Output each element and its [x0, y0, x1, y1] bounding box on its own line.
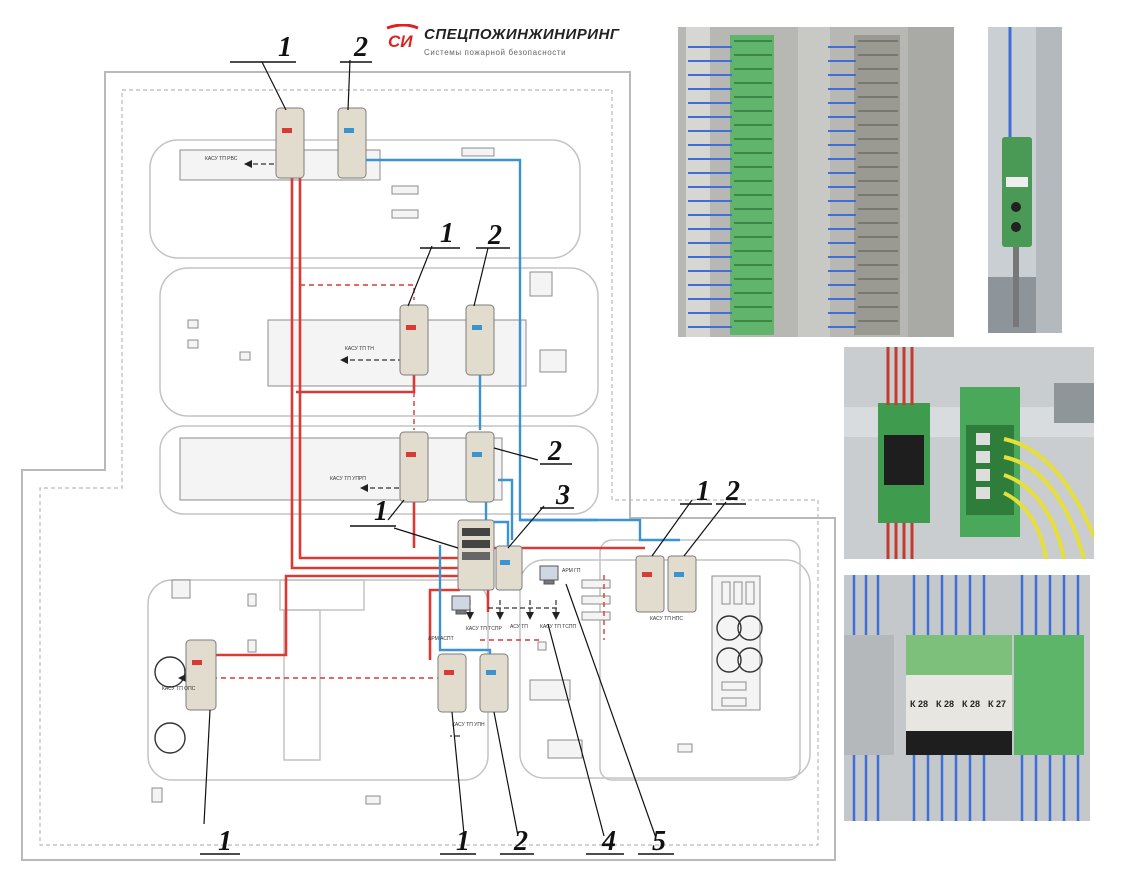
plan-label-6: КАСУ ТП ТСПР: [466, 626, 502, 632]
module-label-2: К 28: [936, 699, 954, 709]
brand-logo: СИ: [386, 24, 419, 50]
cabinet-center: [457, 519, 495, 591]
cabinet-top-1: [275, 107, 305, 179]
cabinet-mid-2: [465, 304, 495, 376]
brand-name: СПЕЦПОЖИНЖИНИРИНГ: [424, 26, 620, 43]
cabinet-right-2: [667, 555, 697, 613]
data-bus-lines: [366, 158, 680, 660]
cabinet-low-1: [399, 431, 429, 503]
plan-labels: КАСУ ТП РВС КАСУ ТП ТН КАСУ ТП УПРП КАСУ…: [162, 156, 683, 728]
plan-label-3: КАСУ ТП УПРП: [330, 476, 366, 482]
workstation-2: [539, 565, 559, 581]
cabinets: [185, 107, 697, 713]
callout-bottom-2: 2: [513, 826, 528, 857]
callout-top-1: 1: [278, 32, 292, 63]
callout-mid-1: 1: [440, 218, 454, 249]
leader-lines: [203, 59, 727, 839]
photo-module: [988, 27, 1062, 333]
brand-slogan: Системы пожарной безопасности: [424, 48, 567, 57]
module-label-4: К 27: [988, 699, 1006, 709]
callout-underlines: [200, 61, 746, 855]
callout-5: 5: [652, 826, 666, 857]
plan-label-7: КАСУ ТП УПН: [452, 722, 485, 728]
plan-label-8: КАСУ ТП ТСПП: [540, 624, 576, 630]
arrowheads: [178, 160, 560, 682]
plan-label-11: АСУ ТП: [510, 624, 528, 630]
cabinet-left: [185, 639, 217, 711]
site-boundary: [21, 71, 836, 861]
zone-outlines: [147, 139, 811, 781]
cabinet-mid-1: [399, 304, 429, 376]
module-label-3: К 28: [962, 699, 980, 709]
plan-label-10: АРМ ГП: [562, 568, 581, 574]
callout-bottom-left-1: 1: [218, 826, 232, 857]
fire-alarm-lines: [208, 178, 645, 660]
photo-network-switch: [844, 347, 1094, 559]
photo-relay-modules: К 28 К 28 К 28 К 27: [844, 575, 1090, 821]
cabinet-top-2: [337, 107, 367, 179]
cabinet-center-3: [495, 545, 523, 591]
callout-far-right-2: 2: [725, 476, 740, 507]
plan-label-1: КАСУ ТП РВС: [205, 156, 238, 162]
callout-mid-2: 2: [487, 220, 502, 251]
cabinet-low-2: [465, 431, 495, 503]
logo-letters: СИ: [388, 32, 413, 50]
plan-label-5: КАСУ ТП НПС: [650, 616, 683, 622]
callout-right-2: 2: [547, 436, 562, 467]
callout-far-right-1: 1: [696, 476, 710, 507]
callout-bottom-1: 1: [456, 826, 470, 857]
callouts: 1 2 1 2 2 3 1 1 2 1 1 2 4 5: [218, 32, 740, 857]
callout-center-1: 1: [374, 496, 388, 527]
plan-label-2: КАСУ ТП ТН: [345, 346, 374, 352]
fire-alarm-dashed-lines: [185, 284, 605, 679]
cabinet-bottom-1: [437, 653, 467, 713]
plan-label-4: КАСУ ТП ОПС: [162, 686, 196, 692]
cabinet-right-1: [635, 555, 665, 613]
callout-4: 4: [601, 826, 616, 857]
tanks: [154, 615, 763, 754]
cabinet-bottom-2: [479, 653, 509, 713]
workstations: [451, 565, 559, 615]
workstation-1: [451, 595, 471, 611]
module-label-1: К 28: [910, 699, 928, 709]
plan-label-9: АРМ АСПТ: [428, 636, 454, 642]
callout-top-2: 2: [353, 32, 368, 63]
photo-terminal-blocks: [678, 27, 954, 337]
callout-3: 3: [555, 480, 570, 511]
